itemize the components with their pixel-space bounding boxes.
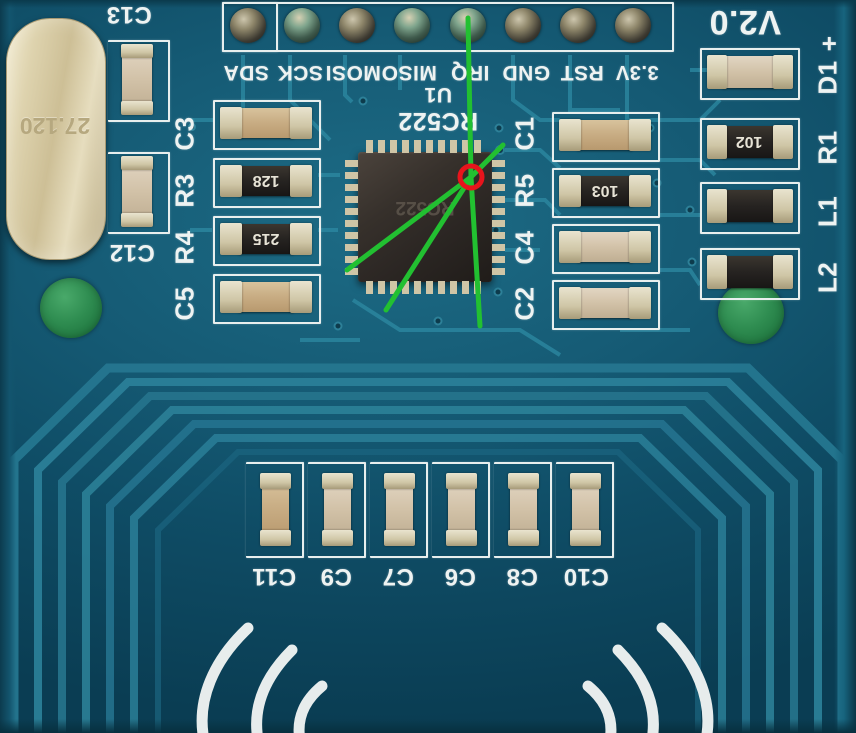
- solder-c8-bottom: [508, 530, 539, 546]
- silkbox-c2: [552, 280, 660, 330]
- silkbox-r1: [700, 118, 800, 170]
- header-pad-2: [560, 8, 596, 43]
- capacitor-c12: [122, 160, 152, 222]
- silkbox-r3: [213, 158, 321, 208]
- silkbox-c13: [108, 40, 170, 122]
- solder-l2-left: [707, 255, 727, 289]
- solder-c1-right: [629, 119, 651, 151]
- solder-c9-bottom: [322, 530, 353, 546]
- silkbox-l1: [700, 182, 800, 234]
- header-pad-6: [339, 8, 375, 43]
- solder-c13-bottom: [121, 101, 153, 115]
- solder-c13-top: [121, 44, 153, 58]
- resistor-r4: 215: [238, 224, 294, 254]
- solder-c11-top: [260, 473, 291, 489]
- solder-c6-top: [446, 473, 477, 489]
- capacitor-c1: [577, 120, 633, 150]
- capacitor-c3: [238, 108, 294, 138]
- silkbox-c1: [552, 112, 660, 162]
- silkbox-c6: [432, 462, 490, 558]
- header-pad-8: [230, 8, 266, 43]
- solder-r4-right: [290, 223, 312, 255]
- capacitor-c6: [448, 480, 475, 538]
- solder-c5-right: [290, 281, 312, 313]
- solder-c12-bottom: [121, 213, 153, 227]
- solder-c4-right: [629, 231, 651, 263]
- solder-c3-right: [290, 107, 312, 139]
- inductor-l1: [722, 190, 776, 222]
- solder-c7-bottom: [384, 530, 415, 546]
- silkbox-c11: [246, 462, 304, 558]
- silkbox-c10: [556, 462, 614, 558]
- solder-d1-left: [707, 55, 727, 89]
- solder-c12-top: [121, 156, 153, 170]
- silkbox-c4: [552, 224, 660, 274]
- solder-r3-left: [220, 165, 242, 197]
- solder-c10-top: [570, 473, 601, 489]
- mounting-hole-left: [40, 278, 102, 338]
- solder-l2-right: [773, 255, 793, 289]
- solder-c11-bottom: [260, 530, 291, 546]
- silkbox-c3: [213, 100, 321, 150]
- silkbox-l2: [700, 248, 800, 300]
- capacitor-c11: [262, 480, 289, 538]
- solder-r3-right: [290, 165, 312, 197]
- silkbox-r5: [552, 168, 660, 218]
- header-pad-7: [284, 8, 320, 43]
- board-edge-bottom: [0, 719, 856, 733]
- solder-r5-left: [559, 175, 581, 207]
- header-pad-5: [394, 8, 430, 43]
- solder-l1-right: [773, 189, 793, 223]
- capacitor-c5: [238, 282, 294, 312]
- capacitor-c9: [324, 480, 351, 538]
- capacitor-c2: [577, 288, 633, 318]
- inductor-l2: [722, 256, 776, 288]
- silkbox-c5: [213, 274, 321, 324]
- silkbox-d1: [700, 48, 800, 100]
- solder-c5-left: [220, 281, 242, 313]
- silkbox-c7: [370, 462, 428, 558]
- resistor-r3: 128: [238, 166, 294, 196]
- diode-d1: [722, 56, 776, 88]
- solder-c1-left: [559, 119, 581, 151]
- solder-r1-left: [707, 125, 727, 159]
- solder-c4-left: [559, 231, 581, 263]
- crystal-oscillator: [6, 18, 106, 260]
- solder-c6-bottom: [446, 530, 477, 546]
- capacitor-c7: [386, 480, 413, 538]
- solder-c7-top: [384, 473, 415, 489]
- solder-c8-top: [508, 473, 539, 489]
- solder-c10-bottom: [570, 530, 601, 546]
- silkbox-r4: [213, 216, 321, 266]
- capacitor-c4: [577, 232, 633, 262]
- board-edge-right: [834, 0, 856, 733]
- solder-l1-left: [707, 189, 727, 223]
- solder-c9-top: [322, 473, 353, 489]
- silkbox-c12: [108, 152, 170, 234]
- capacitor-c13: [122, 48, 152, 110]
- solder-r5-right: [629, 175, 651, 207]
- resistor-r5: 103: [577, 176, 633, 206]
- board-edge-top: [0, 0, 856, 8]
- header-pad-1: [615, 8, 651, 43]
- silkbox-c8: [494, 462, 552, 558]
- capacitor-c8: [510, 480, 537, 538]
- header-pad-3: [505, 8, 541, 43]
- solder-d1-right: [773, 55, 793, 89]
- header-pin1-outline: [222, 2, 278, 52]
- solder-c3-left: [220, 107, 242, 139]
- mounting-hole-right: [718, 282, 784, 344]
- silkbox-c9: [308, 462, 366, 558]
- solder-c2-right: [629, 287, 651, 319]
- solder-r4-left: [220, 223, 242, 255]
- solder-r1-right: [773, 125, 793, 159]
- capacitor-c10: [572, 480, 599, 538]
- solder-c2-left: [559, 287, 581, 319]
- resistor-r1: 102: [722, 126, 776, 158]
